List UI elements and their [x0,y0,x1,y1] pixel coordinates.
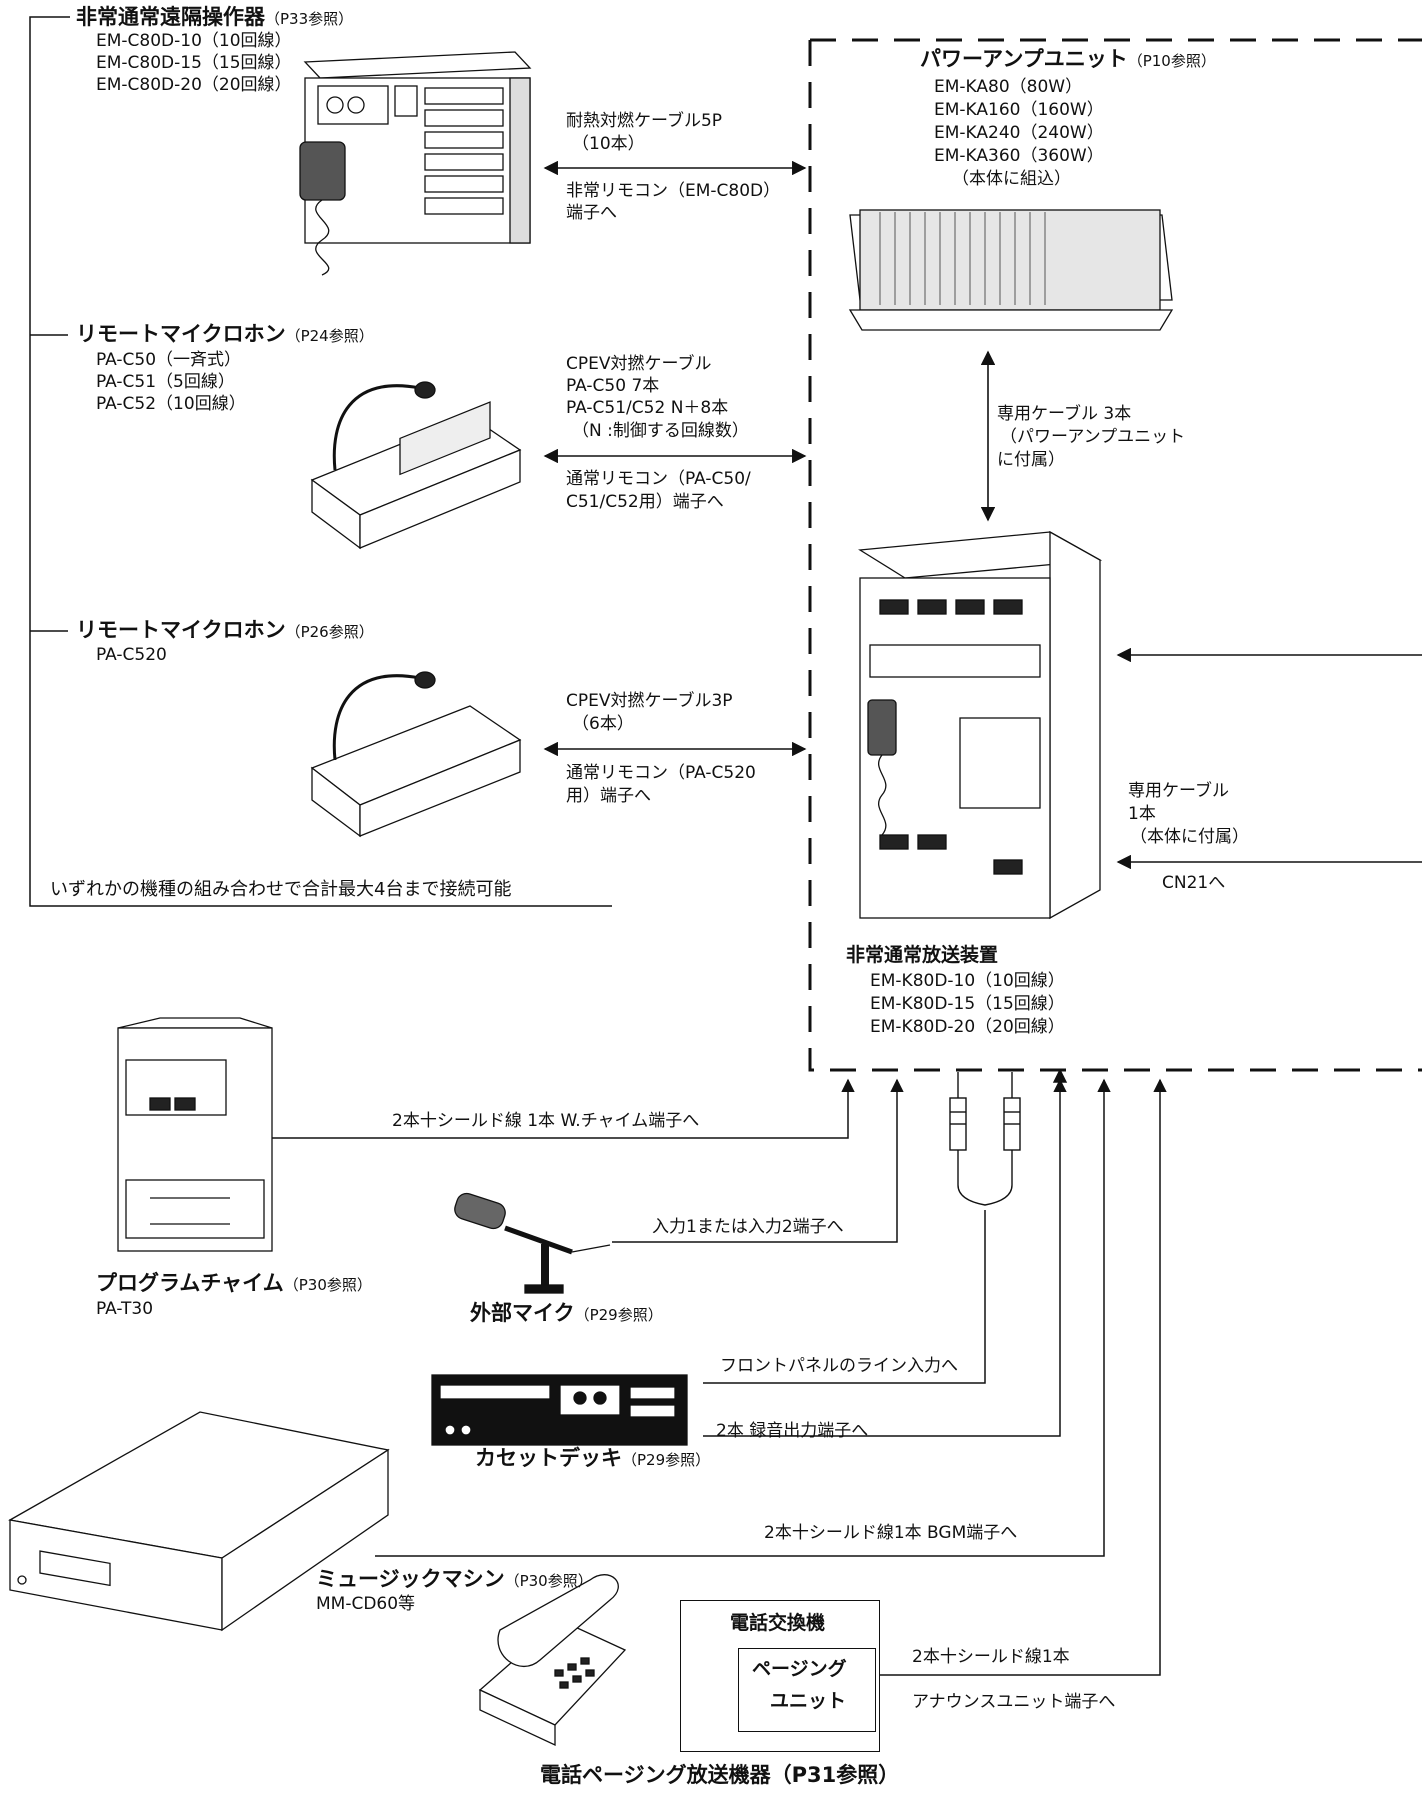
input-wires [272,1078,1167,1676]
remote-mic-a-cable: PA-C50 7本 [566,376,660,396]
amp-cable-label: （パワーアンプユニット [1000,427,1186,447]
side-cable-label: 1本 [1128,804,1156,824]
side-cable-label: （本体に付属） [1130,827,1249,847]
remote-mic-b-terminal: 通常リモコン（PA-C520 [566,763,756,783]
remote-control-terminal: 非常リモコン（EM-C80D） [566,181,781,201]
pbx-wire-label: アナウンスユニット端子へ [912,1692,1116,1712]
combination-note: いずれかの機種の組み合わせで合計最大4台まで接続可能 [50,879,512,900]
remote-control-model: EM-C80D-20（20回線） [96,75,292,95]
music-title: ミュージックマシン（P30参照） [316,1567,593,1591]
telephone-illustration [478,1574,627,1747]
main-unit-model: EM-K80D-10（10回線） [870,971,1065,991]
rca-plugs [949,1068,1068,1206]
main-unit-model: EM-K80D-20（20回線） [870,1017,1065,1037]
paging-unit-box [738,1648,876,1732]
music-machine-illustration [8,1411,390,1632]
remote-mic-a-cable: CPEV対撚ケーブル [566,354,712,374]
power-amp-model: EM-KA240（240W） [934,123,1104,143]
power-amp-model: EM-KA360（360W） [934,146,1104,166]
paging-unit-label: ユニット [770,1690,847,1712]
remote-control-model: EM-C80D-15（15回線） [96,53,292,73]
chime-wire-label: 2本十シールド線 1本 W.チャイム端子へ [392,1111,700,1131]
power-amp-illustration [848,209,1174,331]
remote-mic-b-model: PA-C520 [96,645,167,665]
remote-control-model: EM-C80D-10（10回線） [96,31,292,51]
remote-mic-a-model: PA-C51（5回線） [96,372,235,392]
remote-mic-a-cable: （N :制御する回線数） [572,421,749,441]
remote-mic-b-cable: （6本） [572,714,634,734]
paging-unit-label: ページング [752,1658,847,1680]
chime-title: プログラムチャイム（P30参照） [96,1271,372,1295]
music-wire-label: 2本十シールド線1本 BGM端子へ [764,1523,1018,1543]
music-model: MM-CD60等 [316,1594,416,1614]
remote-mic-b-cable: CPEV対撚ケーブル3P [566,691,733,711]
remote-mic-b-illustration [310,671,522,838]
external-mic-illustration [454,1192,611,1294]
power-amp-model: EM-KA160（160W） [934,100,1104,120]
remote-mic-a-model: PA-C50（一斉式） [96,350,242,370]
pbx-title: 電話交換機 [730,1612,826,1634]
phone-paging-caption: 電話ページング放送機器（P31参照） [540,1763,900,1787]
cassette-title: カセットデッキ（P29参照） [475,1446,711,1470]
cn21-label: CN21へ [1162,873,1226,893]
remote-mic-a-cable: PA-C51/C52 N＋8本 [566,398,729,418]
remote-mic-a-model: PA-C52（10回線） [96,394,246,414]
chime-illustration [117,1017,273,1252]
remote-control-illustration [299,51,532,276]
remote-control-cable: （10本） [572,134,645,154]
remote-control-title: 非常通常遠隔操作器（P33参照） [76,5,354,29]
chime-model: PA-T30 [96,1299,154,1319]
power-amp-title: パワーアンプユニット（P10参照） [920,47,1216,71]
cassette-illustration [431,1374,688,1446]
main-unit-illustration [858,530,1103,920]
main-unit-model: EM-K80D-15（15回線） [870,994,1065,1014]
power-amp-model: EM-KA80（80W） [934,77,1083,97]
amp-cable-label: 専用ケーブル 3本 [997,404,1132,424]
remote-control-terminal: 端子へ [566,203,617,223]
amp-cable-label: に付属） [997,450,1065,470]
remote-mic-a-terminal: C51/C52用）端子へ [566,492,724,512]
power-amp-note: （本体に組込） [952,169,1071,189]
main-unit-title: 非常通常放送装置 [846,944,999,966]
left-bracket [29,16,612,907]
remote-mic-b-title: リモートマイクロホン（P26参照） [76,618,374,642]
cassette-in-label: フロントパネルのライン入力へ [720,1356,958,1376]
rack-boundary [808,38,1422,1072]
remote-mic-b-terminal: 用）端子へ [566,786,651,806]
remote-mic-a-title: リモートマイクロホン（P24参照） [76,322,374,346]
ext-mic-wire-label: 入力1または入力2端子へ [652,1217,844,1237]
remote-mic-a-terminal: 通常リモコン（PA-C50/ [566,469,751,489]
ext-mic-title: 外部マイク（P29参照） [470,1301,663,1325]
remote-control-cable: 耐熱対燃ケーブル5P [566,111,723,131]
cassette-out-label: 2本 録音出力端子へ [716,1421,869,1441]
remote-mic-a-illustration [310,381,522,550]
pbx-wire-label: 2本十シールド線1本 [912,1647,1070,1667]
side-cable-label: 専用ケーブル [1128,781,1229,801]
cable-arrows [543,160,1422,870]
